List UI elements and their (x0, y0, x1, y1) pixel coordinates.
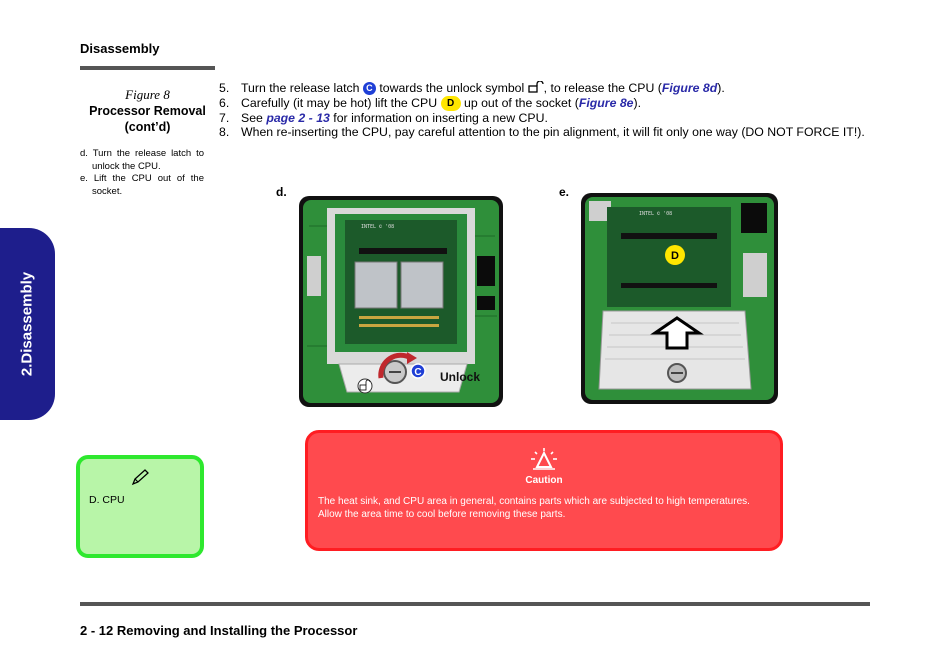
footer-rule (80, 602, 870, 606)
figure-caption: Figure 8 Processor Removal (cont’d) (80, 87, 215, 135)
step-text: Carefully (it may be hot) lift the CPU (241, 95, 438, 110)
pencil-icon (131, 469, 149, 486)
photo-d-cpu-unlock: INTEL © '08 C Unlock (299, 196, 503, 407)
note-box: D. CPU (76, 455, 204, 558)
callout-d-badge: D (440, 95, 461, 111)
figure-title-line1: Processor Removal (89, 104, 206, 118)
step-text: ). (633, 95, 642, 110)
heat-warning-icon (531, 448, 557, 470)
step-5: 5. Turn the release latch C towards the … (219, 80, 909, 96)
figure-title-line2: (cont’d) (124, 120, 171, 134)
photo-e-label: e. (559, 185, 570, 199)
step-text: ). (717, 81, 725, 95)
caution-box: Caution The heat sink, and CPU area in g… (305, 430, 783, 551)
photo-e-chip-mark: INTEL © '08 (639, 211, 672, 217)
header-rule (80, 66, 215, 70)
unlock-symbol-icon (357, 378, 373, 394)
unlock-icon (528, 80, 544, 93)
step-number: 7. (219, 110, 230, 125)
callout-c-badge: C (362, 82, 376, 96)
step-text: up out of the socket ( (463, 95, 579, 110)
photo-d-badge-c: C (414, 367, 421, 378)
step-text: towards the unlock symbol (379, 81, 525, 95)
figure-8e-link[interactable]: Figure 8e (578, 95, 634, 110)
photo-d-label: d. (276, 185, 287, 199)
photo-e-badge-d: D (671, 250, 679, 262)
step-number: 5. (219, 81, 230, 95)
step-number: 6. (219, 95, 230, 110)
step-text: , to release the CPU ( (543, 81, 662, 95)
page-2-13-link[interactable]: page 2 - 13 (266, 110, 330, 125)
step-6: 6. Carefully (it may be hot) lift the CP… (219, 96, 909, 111)
step-7: 7. See page 2 - 13 for information on in… (219, 111, 909, 126)
caution-title: Caution (525, 475, 563, 486)
step-8: 8. When re-inserting the CPU, pay carefu… (219, 125, 909, 140)
step-text: See (241, 110, 263, 125)
step-text: for information on inserting a new CPU. (333, 110, 548, 125)
sub-step-d: d. Turn the release latch to unlock the … (80, 148, 204, 172)
side-tab-label: 2.Disassembly (18, 271, 36, 377)
photo-d-unlock-text: Unlock (440, 370, 480, 384)
procedure-steps: 5. Turn the release latch C towards the … (219, 80, 909, 140)
photo-e-cpu-lift: INTEL © '08 D (581, 193, 778, 404)
note-text: D. CPU (89, 494, 125, 506)
figure-sub-steps: d. Turn the release latch to unlock the … (80, 148, 204, 198)
section-title: Disassembly (80, 41, 160, 56)
step-text: Turn the release latch (241, 81, 360, 95)
photo-d-chip-mark: INTEL © '08 (361, 224, 394, 230)
step-number: 8. (219, 125, 230, 140)
figure-number: Figure 8 (125, 87, 170, 102)
step-text: When re-inserting the CPU, pay careful a… (241, 125, 865, 140)
sub-step-e: e. Lift the CPU out of the socket. (80, 173, 204, 197)
page-footer: 2 - 12 Removing and Installing the Proce… (80, 623, 358, 638)
caution-text: The heat sink, and CPU area in general, … (318, 496, 750, 520)
chapter-side-tab[interactable]: 2.Disassembly (0, 228, 55, 420)
figure-8d-link[interactable]: Figure 8d (661, 81, 718, 95)
